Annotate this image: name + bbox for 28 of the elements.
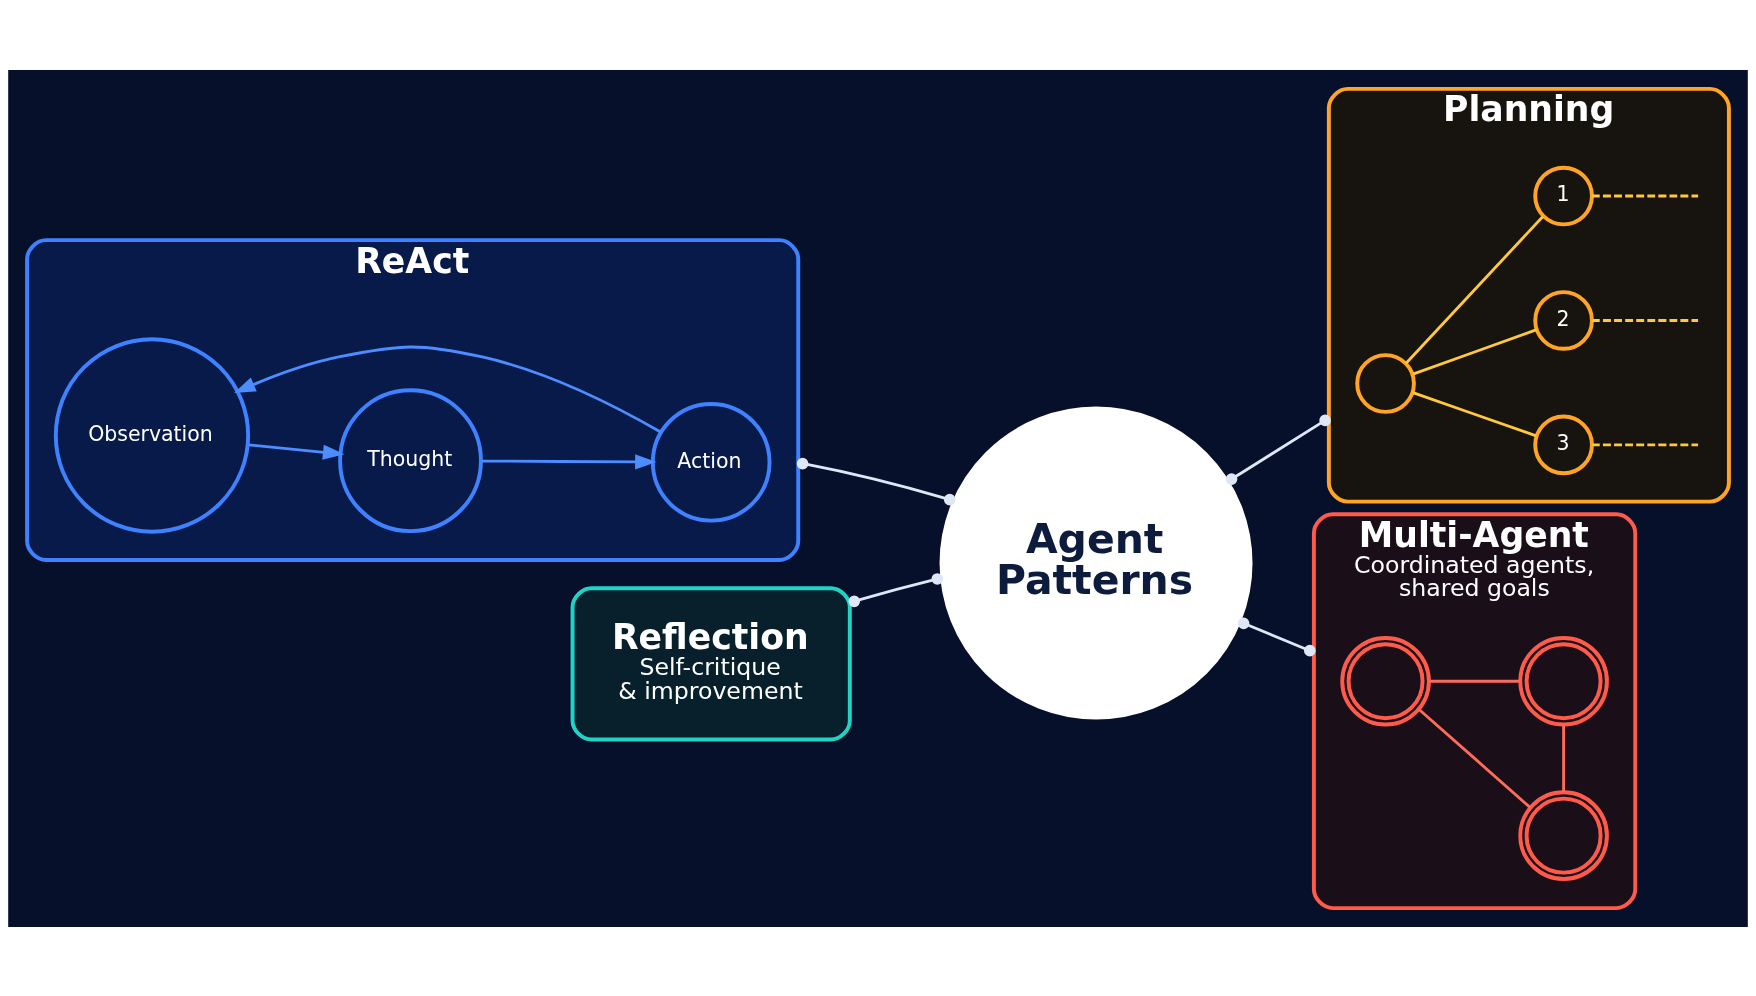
node-person	[1518, 789, 1609, 881]
connector	[1412, 390, 1537, 437]
connector	[1412, 327, 1538, 376]
node-person	[1340, 635, 1431, 727]
connector	[1417, 707, 1531, 808]
node-circle: 2	[1533, 289, 1594, 351]
connector	[1562, 724, 1565, 792]
node-circle: Action	[650, 401, 772, 523]
connector	[848, 572, 944, 607]
connector	[1237, 617, 1316, 656]
connector	[1429, 679, 1520, 683]
node-circle: Thought	[338, 387, 483, 533]
connector	[1404, 215, 1544, 364]
node-person	[1518, 635, 1609, 727]
arrow	[481, 453, 657, 469]
node-circle	[1355, 352, 1416, 414]
arrow	[248, 442, 345, 460]
node-circle: 1	[1533, 165, 1594, 226]
connector	[1592, 443, 1699, 446]
node-circle: 3	[1533, 414, 1594, 475]
arrow	[234, 345, 662, 433]
connector	[796, 457, 956, 505]
node-box: Reflection Self-critique & improvement	[570, 585, 852, 741]
connector	[1592, 194, 1699, 197]
cluster: Multi-Agent Coordinated agents, shared goals	[1311, 511, 1638, 910]
node-circle: Observation	[53, 336, 251, 534]
connector	[1225, 414, 1331, 485]
connector	[1592, 318, 1699, 322]
